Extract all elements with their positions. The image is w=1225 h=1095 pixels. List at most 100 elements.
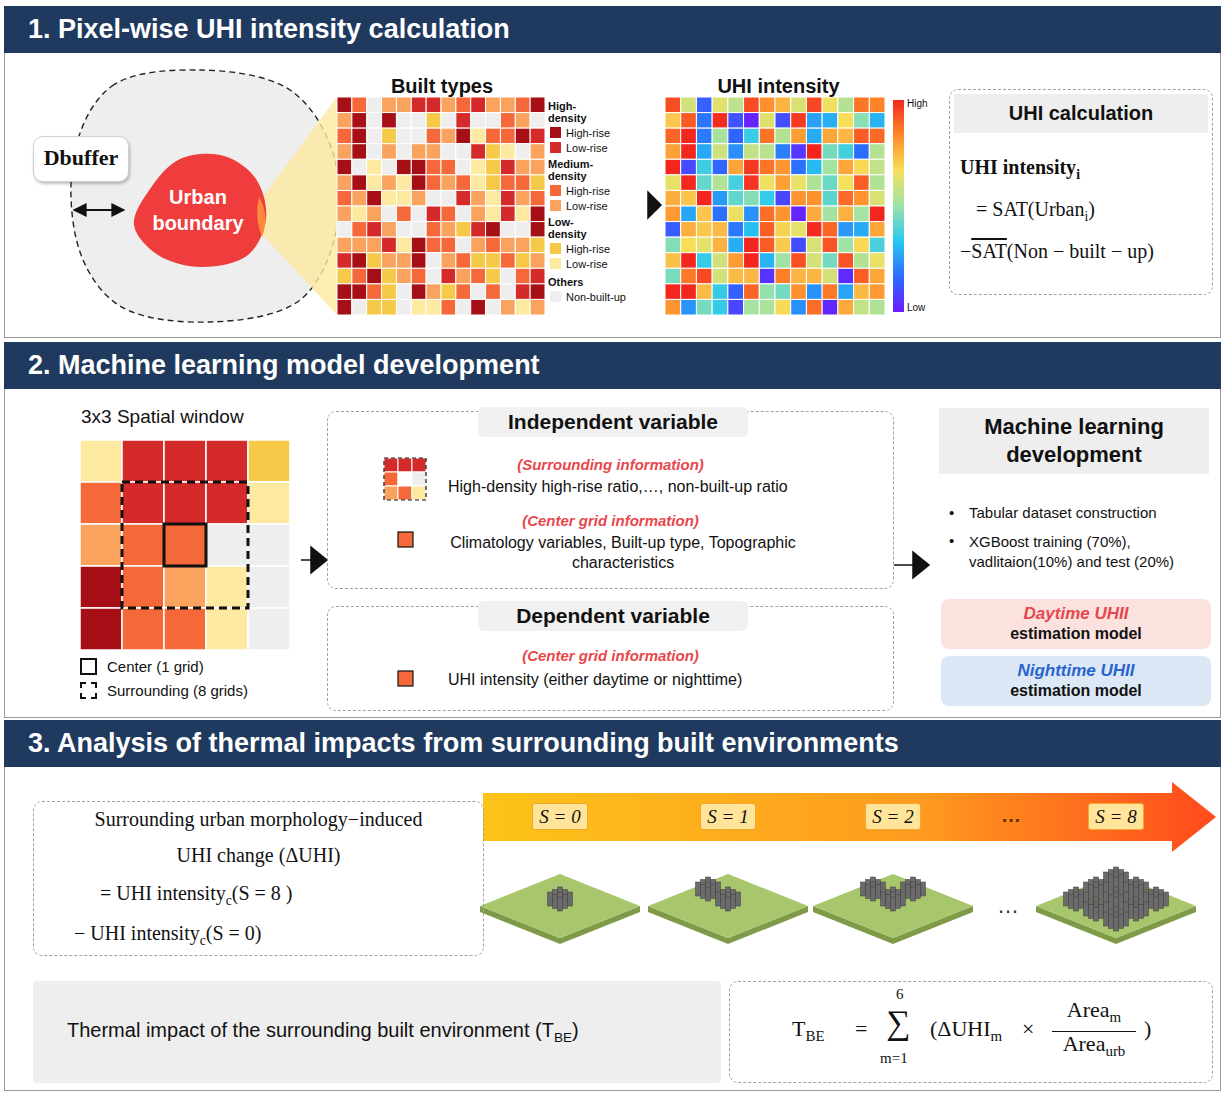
illustration-part [838,144,854,160]
illustration-part [681,299,697,315]
illustration-part [696,284,712,300]
illustration-part [775,113,791,129]
legend-entry: High-rise [549,126,610,139]
illustration-part [382,175,397,191]
result-box: Thermal impact of the surrounding built … [33,981,721,1083]
illustration-part [530,144,545,160]
legend-text: Low-rise [566,258,608,270]
illustration-part [164,524,206,566]
text-line: • [949,504,954,521]
illustration-part [411,253,426,269]
illustration-part [367,237,382,253]
illustration-part [396,206,411,222]
node-text: (Center grid information) [522,647,699,664]
method-box: Machine learning development•Tabular dat… [929,406,1213,591]
illustration-part [122,482,248,608]
illustration-part [426,222,441,238]
illustration-part [367,253,382,269]
illustration-part [775,97,791,113]
illustration-part [382,299,397,315]
illustration-part [1144,902,1149,916]
illustration-part [806,268,822,284]
illustration-part [456,190,471,206]
legend-entry: High-rise [549,184,610,197]
illustration-part [791,159,807,175]
node-text: estimation model [1010,625,1142,642]
illustration-part [696,128,712,144]
illustration-part [822,222,838,238]
node-text: XGBoost training (70%), vadlitaion(10%) … [969,533,1174,570]
text-line: estimation model [941,682,1211,700]
illustration-part [728,175,744,191]
text-line: ∑ [886,1006,910,1040]
illustration-part [352,237,367,253]
legend-group: High-density [548,100,598,124]
illustration-part [352,268,367,284]
illustration-part [728,190,744,206]
illustration-part [822,97,838,113]
zoom-patch [257,197,265,237]
illustration-part [854,159,870,175]
node-text: estimation model [1010,682,1142,699]
illustration-part [411,284,426,300]
illustration-part [530,222,545,238]
illustration-part [775,268,791,284]
subscript: BE [805,1028,824,1044]
illustration-part [1124,912,1129,926]
illustration-part [396,113,411,129]
illustration-part [515,97,530,113]
illustration-part [806,299,822,315]
illustration-part [367,206,382,222]
illustration-part [759,237,775,253]
illustration-part [80,440,122,482]
illustration-part [869,159,885,175]
illustration-part [791,206,807,222]
node-text: Machine learning development [984,414,1164,467]
illustration-part [906,885,911,899]
illustration-part [515,253,530,269]
illustration-part [854,175,870,191]
subscript: i [1085,209,1089,224]
illustration-part [791,299,807,315]
illustration-part [530,284,545,300]
illustration-part [515,299,530,315]
illustration-part [396,175,411,191]
illustration-part [382,222,397,238]
model-box: Nighttime UHIIestimation model [941,656,1211,706]
node-text: UHI intensity [960,156,1076,178]
illustration-part [426,190,441,206]
illustration-part [822,113,838,129]
illustration-part [352,222,367,238]
illustration-part [681,222,697,238]
illustration-part [248,524,290,566]
illustration-part [775,206,791,222]
illustration-part [759,97,775,113]
illustration-part [1104,912,1109,926]
illustration-part [744,175,760,191]
illustration-part [921,882,926,896]
illustration-part [728,284,744,300]
illustration-part [775,175,791,191]
node-text: 1. Pixel-wise UHI intensity calculation [28,14,510,44]
illustration-part [441,128,456,144]
illustration-part [869,253,885,269]
illustration-part [822,190,838,206]
subscript: c [226,893,232,908]
illustration-part [731,895,736,909]
illustration-part [426,113,441,129]
illustration-part [396,237,411,253]
illustration-part [426,128,441,144]
illustration-part [530,175,545,191]
illustration-part [838,253,854,269]
illustration-part [412,472,426,486]
node-text: ) [1088,198,1095,220]
illustration-part [1129,905,1134,919]
illustration-part [665,284,681,300]
illustration-part [681,113,697,129]
formula-box: TBE=6∑m=1(ΔUHIm×AreamAreaurb) [729,981,1213,1083]
illustration-part [486,268,501,284]
illustration-part [398,472,412,486]
illustration-part [1079,895,1084,909]
illustration-part [759,190,775,206]
illustration-part [791,190,807,206]
